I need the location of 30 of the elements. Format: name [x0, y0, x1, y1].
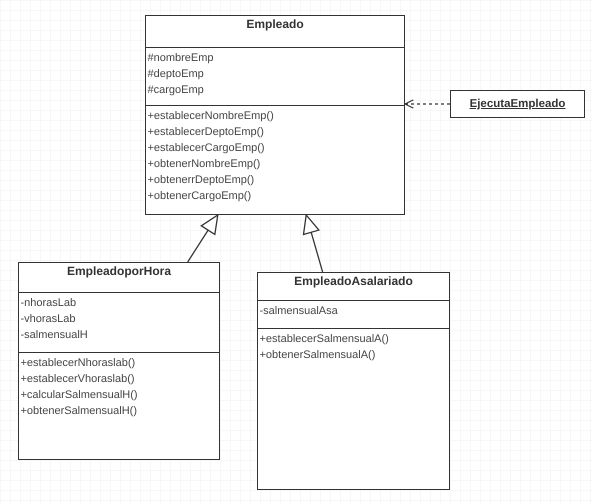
class-member: +establecerNhoraslab(): [20, 356, 136, 370]
class-member: -vhorasLab: [20, 312, 76, 326]
class-member: +establecerSalmensualA(): [260, 332, 389, 346]
class-member: -nhorasLab: [20, 296, 76, 310]
class-name: Empleado: [246, 16, 304, 32]
class-member: +establecerCargoEmp(): [148, 140, 265, 156]
class-member: -salmensualAsa: [260, 304, 338, 318]
generalization-arrow: [187, 214, 218, 262]
class-member: +obtenerSalmensualH(): [20, 404, 137, 418]
class-member: +obtenerrDeptoEmp(): [148, 172, 254, 188]
dependency-arrow: [404, 99, 450, 109]
class-member: +obtenerNombreEmp(): [148, 156, 260, 172]
class-name: EmpleadoporHora: [66, 263, 171, 279]
class-member: #deptoEmp: [148, 66, 204, 82]
class-box: [145, 15, 405, 215]
class-box: [18, 262, 220, 460]
class-member: +establecerDeptoEmp(): [148, 124, 264, 140]
class-box: [450, 90, 585, 118]
class-member: +establecerNombreEmp(): [148, 108, 274, 124]
class-member: -salmensualH: [20, 328, 88, 342]
class-member: #cargoEmp: [148, 82, 204, 98]
class-member: +obtenerCargoEmp(): [148, 188, 252, 204]
class-name: EmpleadoAsalariado: [294, 273, 413, 289]
class-member: +establecerVhoraslab(): [20, 372, 135, 386]
class-member: +calcularSalmensualH(): [20, 388, 138, 402]
class-box: [257, 272, 450, 490]
generalization-arrow: [302, 214, 324, 272]
class-member: #nombreEmp: [148, 50, 214, 66]
class-member: +obtenerSalmensualA(): [260, 348, 376, 362]
class-name: EjecutaEmpleado: [470, 98, 566, 110]
